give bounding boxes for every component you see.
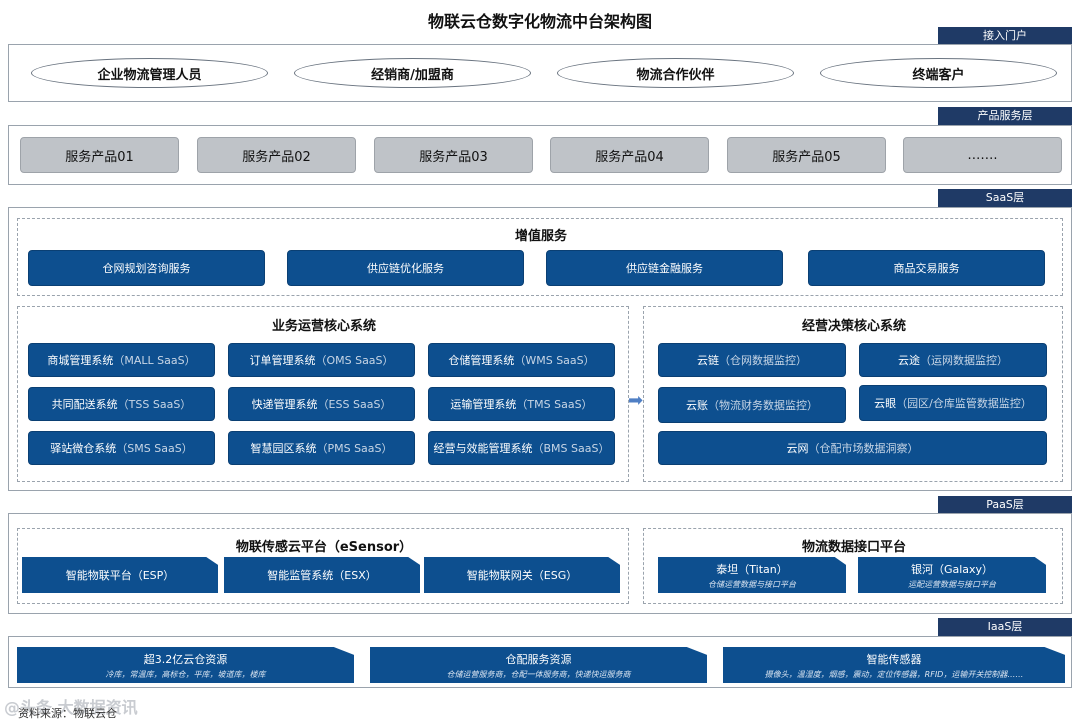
system-wms[interactable]: 仓储管理系统（WMS SaaS） — [428, 343, 615, 377]
service-supply-chain-optimization[interactable]: 供应链优化服务 — [287, 250, 524, 286]
saas-layer: 增值服务 仓网规划咨询服务 供应链优化服务 供应链金融服务 商品交易服务 业务运… — [8, 207, 1072, 491]
watermark: @头条 大数据资讯 — [4, 698, 138, 717]
platform-esg[interactable]: 智能物联网关（ESG） — [424, 557, 620, 593]
value-added-title: 增值服务 — [514, 229, 567, 244]
system-pms[interactable]: 智慧园区系统（PMS SaaS） — [228, 431, 415, 465]
system-ess[interactable]: 快递管理系统（ESS SaaS） — [228, 387, 415, 421]
system-mall[interactable]: 商城管理系统（MALL SaaS） — [28, 343, 215, 377]
portal-end-customer[interactable]: 终端客户 — [820, 58, 1057, 88]
decision-yuntu[interactable]: 云途（运网数据监控） — [859, 343, 1047, 377]
decision-yunyan[interactable]: 云眼（园区/仓库监管数据监控） — [859, 385, 1047, 421]
portal-dealer[interactable]: 经销商/加盟商 — [294, 58, 531, 88]
decision-core-panel: 经营决策核心系统 云链（仓网数据监控） 云途（运网数据监控） 云账（物流财务数据… — [643, 306, 1063, 482]
product-item-01[interactable]: 服务产品01 — [20, 137, 179, 173]
resource-smart-sensor[interactable]: 智能传感器 摄像头，温湿度，烟感，震动，定位传感器，RFID，运输开关控制器…… — [723, 647, 1065, 683]
system-oms[interactable]: 订单管理系统（OMS SaaS） — [228, 343, 415, 377]
platform-galaxy[interactable]: 银河（Galaxy） 运配运营数据与接口平台 — [858, 557, 1046, 593]
portal-layer: 企业物流管理人员 经销商/加盟商 物流合作伙伴 终端客户 — [8, 44, 1072, 102]
product-item-03[interactable]: 服务产品03 — [374, 137, 533, 173]
layer-tag-iaas: IaaS层 — [938, 618, 1072, 636]
source-note: 资料来源：物联云仓 — [18, 707, 117, 720]
decision-core-title: 经营决策核心系统 — [801, 319, 906, 334]
system-bms[interactable]: 经营与效能管理系统（BMS SaaS） — [428, 431, 615, 465]
arrow-right-icon: ➡ — [628, 390, 644, 411]
esensor-title: 物联传感云平台（eSensor） — [235, 540, 413, 555]
product-layer: 服务产品01 服务产品02 服务产品03 服务产品04 服务产品05 ……. — [8, 125, 1072, 185]
portal-logistics-partner[interactable]: 物流合作伙伴 — [557, 58, 794, 88]
platform-esx[interactable]: 智能监管系统（ESX） — [224, 557, 420, 593]
layer-tag-portal: 接入门户 — [938, 27, 1072, 45]
data-interface-panel: 物流数据接口平台 泰坦（Titan） 仓储运营数据与接口平台 银河（Galaxy… — [643, 528, 1063, 604]
product-item-04[interactable]: 服务产品04 — [550, 137, 709, 173]
service-network-consulting[interactable]: 仓网规划咨询服务 — [28, 250, 265, 286]
esensor-panel: 物联传感云平台（eSensor） 智能物联平台（ESP） 智能监管系统（ESX）… — [17, 528, 629, 604]
business-core-title: 业务运营核心系统 — [271, 319, 376, 334]
resource-warehouse-delivery[interactable]: 仓配服务资源 仓储运营服务商，仓配一体服务商，快递快运服务商 — [370, 647, 707, 683]
decision-yunzhang[interactable]: 云账（物流财务数据监控） — [658, 387, 846, 423]
portal-enterprise-manager[interactable]: 企业物流管理人员 — [31, 58, 268, 88]
layer-tag-paas: PaaS层 — [938, 496, 1072, 514]
value-added-panel: 增值服务 仓网规划咨询服务 供应链优化服务 供应链金融服务 商品交易服务 — [17, 218, 1063, 296]
platform-esp[interactable]: 智能物联平台（ESP） — [22, 557, 218, 593]
resource-cloud-warehouse[interactable]: 超3.2亿云仓资源 冷库，常温库，高标仓，平库，坡道库，楼库 — [17, 647, 354, 683]
system-tss[interactable]: 共同配送系统（TSS SaaS） — [28, 387, 215, 421]
service-commodity-trading[interactable]: 商品交易服务 — [808, 250, 1045, 286]
layer-tag-saas: SaaS层 — [938, 189, 1072, 207]
product-item-02[interactable]: 服务产品02 — [197, 137, 356, 173]
service-supply-chain-finance[interactable]: 供应链金融服务 — [546, 250, 783, 286]
product-item-05[interactable]: 服务产品05 — [727, 137, 886, 173]
product-item-more[interactable]: ……. — [903, 137, 1062, 173]
decision-yunwang[interactable]: 云网（仓配市场数据洞察） — [658, 431, 1047, 465]
system-sms[interactable]: 驿站微仓系统（SMS SaaS） — [28, 431, 215, 465]
layer-tag-product: 产品服务层 — [938, 107, 1072, 125]
platform-titan[interactable]: 泰坦（Titan） 仓储运营数据与接口平台 — [658, 557, 846, 593]
business-core-panel: 业务运营核心系统 商城管理系统（MALL SaaS） 订单管理系统（OMS Sa… — [17, 306, 629, 482]
iaas-layer: 超3.2亿云仓资源 冷库，常温库，高标仓，平库，坡道库，楼库 仓配服务资源 仓储… — [8, 636, 1072, 688]
page-title: 物联云仓数字化物流中台架构图 — [427, 12, 652, 31]
system-tms[interactable]: 运输管理系统（TMS SaaS） — [428, 387, 615, 421]
paas-layer: 物联传感云平台（eSensor） 智能物联平台（ESP） 智能监管系统（ESX）… — [8, 513, 1072, 614]
decision-yunlian[interactable]: 云链（仓网数据监控） — [658, 343, 846, 377]
data-interface-title: 物流数据接口平台 — [801, 540, 906, 555]
